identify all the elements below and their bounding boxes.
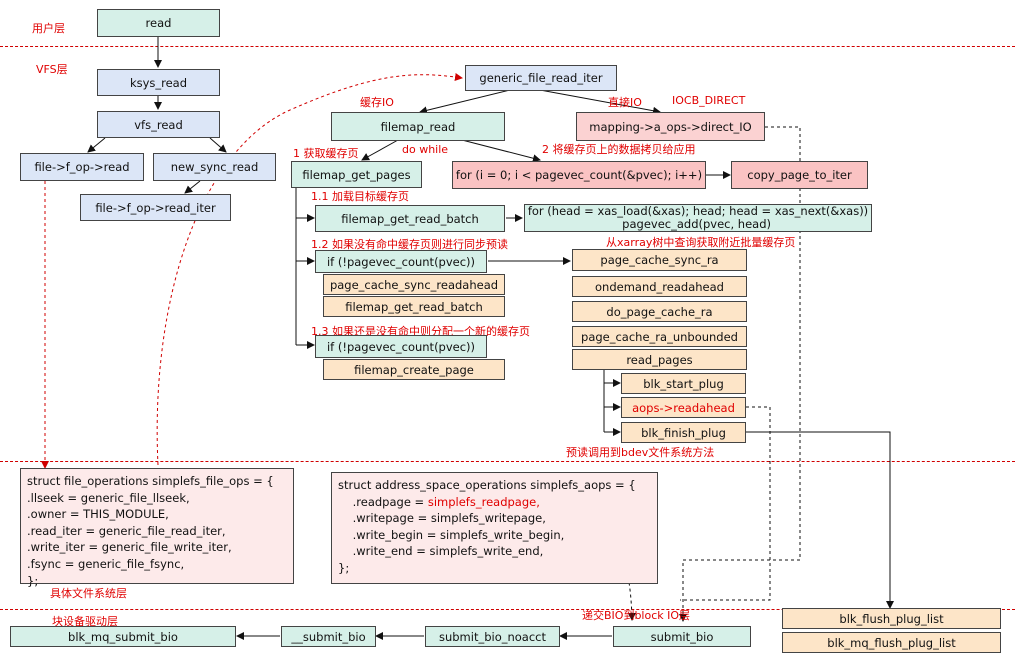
blk-flush-plug-list-box[interactable]: blk_flush_plug_list xyxy=(782,608,1001,629)
vfs-fs-separator xyxy=(0,461,1015,462)
filemap-get-read-batch-2-box[interactable]: filemap_get_read_batch xyxy=(323,296,505,317)
file-ops-line-6: }; xyxy=(27,573,39,588)
filemap-get-read-batch-box[interactable]: filemap_get_read_batch xyxy=(315,205,505,232)
vfs-layer-label: VFS层 xyxy=(36,63,68,76)
ksys-read-box[interactable]: ksys_read xyxy=(97,69,220,96)
submit-to-block-label: 递交BIO到block IO层 xyxy=(582,609,691,622)
alloc-new-label: 1.3 如果还是没有命中则分配一个新的缓存页 xyxy=(311,325,530,338)
copy-loop-box[interactable]: for (i = 0; i < pagevec_count(&pvec); i+… xyxy=(452,161,706,189)
if-pagevec-count-box[interactable]: if (!pagevec_count(pvec)) xyxy=(315,250,487,273)
aops-readahead-box[interactable]: aops->readahead xyxy=(621,397,746,418)
user-layer-label: 用户层 xyxy=(32,22,65,35)
cache-io-label: 缓存IO xyxy=(360,96,394,109)
load-target-label: 1.1 加载目标缓存页 xyxy=(311,190,409,203)
file-ops-line-5: .fsync = generic_file_fsync, xyxy=(27,556,185,571)
blk-start-plug-box[interactable]: blk_start_plug xyxy=(621,373,746,394)
xas-loop-box[interactable]: for (head = xas_load(&xas); head; head =… xyxy=(524,204,872,232)
vfs-read-box[interactable]: vfs_read xyxy=(97,111,220,138)
filemap-create-page-box[interactable]: filemap_create_page xyxy=(323,359,505,380)
read-pages-box[interactable]: read_pages xyxy=(572,349,747,370)
fop-read-iter-box[interactable]: file->f_op->read_iter xyxy=(80,194,231,221)
file-ops-line-0: struct file_operations simplefs_file_ops… xyxy=(27,474,274,488)
read-box[interactable]: read xyxy=(97,9,220,37)
iocb-direct-label: IOCB_DIRECT xyxy=(672,94,746,107)
direct-io-label: 直接IO xyxy=(608,96,642,109)
aops-line-5: }; xyxy=(338,560,350,575)
aops-readpage-prefix: .readpage = xyxy=(338,494,428,509)
blk-mq-submit-bio-box[interactable]: blk_mq_submit_bio xyxy=(10,626,236,647)
blk-finish-plug-box[interactable]: blk_finish_plug xyxy=(621,422,746,443)
blk-mq-flush-plug-list-box[interactable]: blk_mq_flush_plug_list xyxy=(782,632,1001,653)
submit-bio-box[interactable]: submit_bio xyxy=(613,626,751,647)
file-ops-line-4: .write_iter = generic_file_write_iter, xyxy=(27,540,232,555)
fs-layer-label: 具体文件系统层 xyxy=(50,587,127,600)
user-vfs-separator xyxy=(0,46,1015,47)
file-operations-panel: struct file_operations simplefs_file_ops… xyxy=(20,468,294,588)
readahead-bdev-label: 预读调用到bdev文件系统方法 xyxy=(566,446,715,459)
direct-io-box[interactable]: mapping->a_ops->direct_IO xyxy=(576,112,765,141)
file-ops-line-1: .llseek = generic_file_llseek, xyxy=(27,490,190,505)
submit-bio-noacct-box[interactable]: submit_bio_noacct xyxy=(425,626,560,647)
page-cache-sync-ra-box[interactable]: page_cache_sync_ra xyxy=(572,249,747,271)
file-ops-line-3: .read_iter = generic_file_read_iter, xyxy=(27,523,226,538)
filemap-read-box[interactable]: filemap_read xyxy=(331,112,505,141)
aops-line-readpage: .readpage = simplefs_readpage, xyxy=(338,494,651,511)
xarray-query-label: 从xarray树中查询获取附近批量缓存页 xyxy=(606,236,796,249)
aops-line-0: struct address_space_operations simplefs… xyxy=(338,478,636,492)
do-while-label: do while xyxy=(402,143,449,156)
copy-page-to-iter-box[interactable]: copy_page_to_iter xyxy=(731,161,868,189)
file-ops-line-2: .owner = THIS_MODULE, xyxy=(27,507,169,522)
aops-line-4: .write_end = simplefs_write_end, xyxy=(338,544,544,558)
fop-read-box[interactable]: file->f_op->read xyxy=(20,153,144,181)
do-page-cache-ra-box[interactable]: do_page_cache_ra xyxy=(572,301,747,322)
xas-loop-line-2: pagevec_add(pvec, head) xyxy=(622,217,771,231)
ondemand-readahead-box[interactable]: ondemand_readahead xyxy=(572,276,747,297)
filemap-get-pages-box[interactable]: filemap_get_pages xyxy=(291,161,422,188)
xas-loop-line-1: for (head = xas_load(&xas); head; head =… xyxy=(527,204,869,218)
aops-line-2: .writepage = simplefs_writepage, xyxy=(338,511,546,525)
blk-layer-label: 块设备驱动层 xyxy=(52,615,118,628)
aops-panel: struct address_space_operations simplefs… xyxy=(331,472,658,584)
generic-file-read-iter-box[interactable]: generic_file_read_iter xyxy=(465,65,617,91)
if-pagevec-count-2-box[interactable]: if (!pagevec_count(pvec)) xyxy=(315,335,487,358)
aops-line-3: .write_begin = simplefs_write_begin, xyxy=(338,527,565,542)
page-cache-sync-readahead-box[interactable]: page_cache_sync_readahead xyxy=(323,274,505,295)
aops-readpage-value: simplefs_readpage, xyxy=(427,494,540,509)
new-sync-read-box[interactable]: new_sync_read xyxy=(153,153,276,181)
underscore-submit-bio-box[interactable]: __submit_bio xyxy=(281,626,376,647)
get-cache-page-label: 1 获取缓存页 xyxy=(293,147,359,160)
sync-readahead-label: 1.2 如果没有命中缓存页则进行同步预读 xyxy=(311,238,508,251)
fs-blk-separator xyxy=(0,609,1015,610)
page-cache-ra-unbounded-box[interactable]: page_cache_ra_unbounded xyxy=(572,326,747,347)
copy-to-app-label: 2 将缓存页上的数据拷贝给应用 xyxy=(542,143,696,156)
